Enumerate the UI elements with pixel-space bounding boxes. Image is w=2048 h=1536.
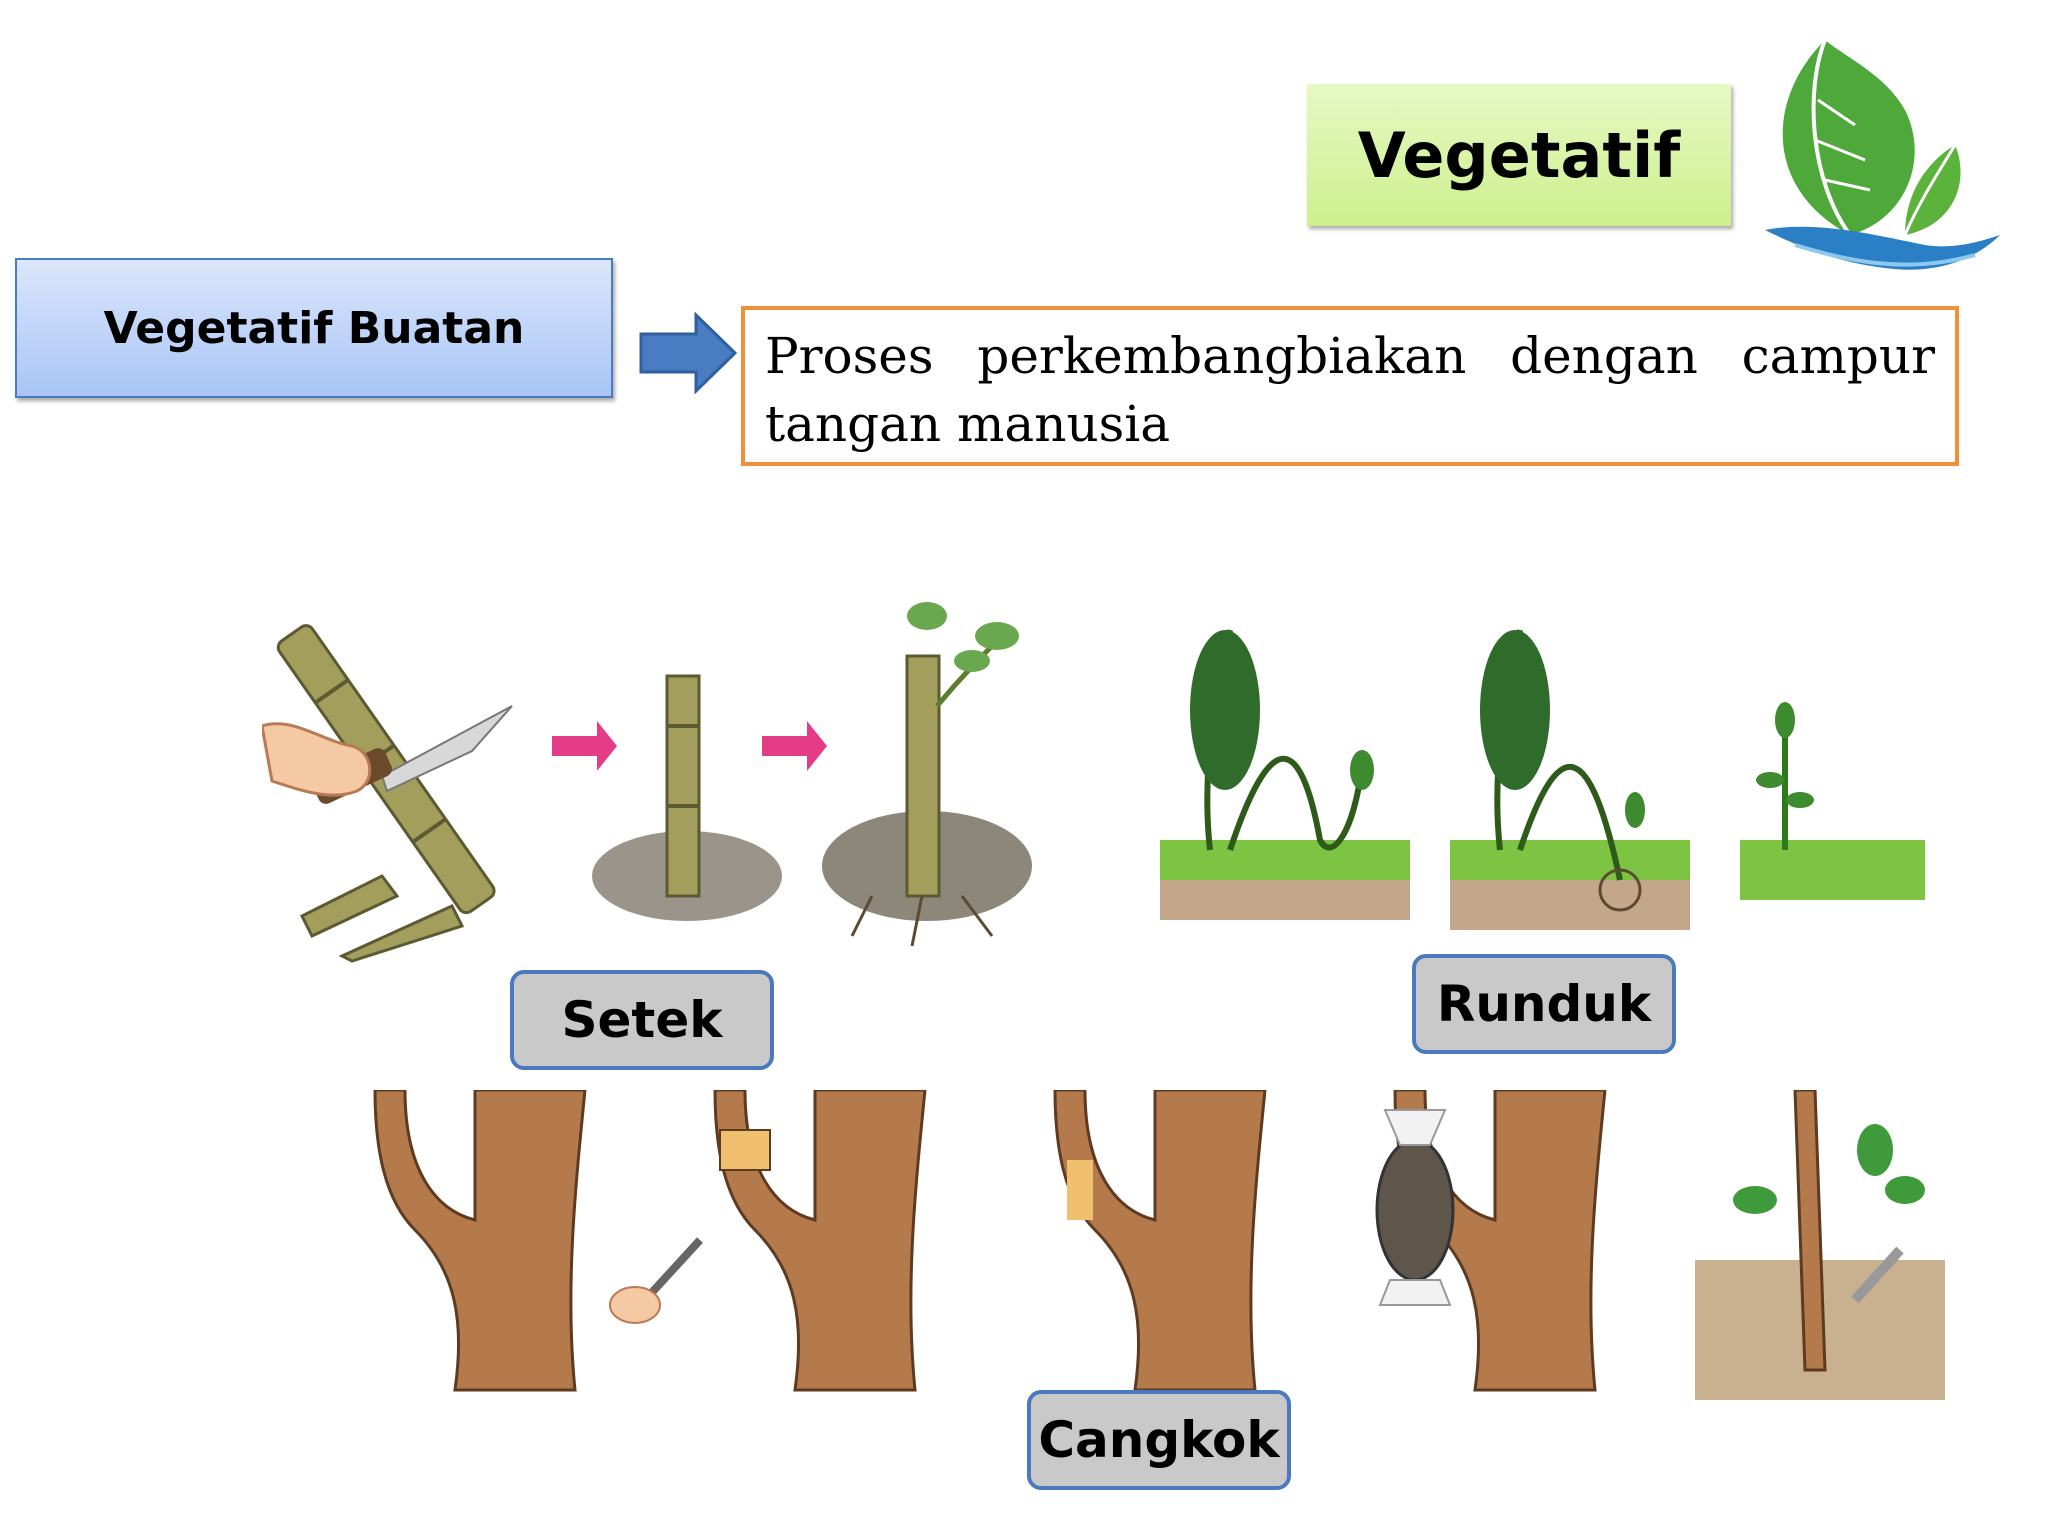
leaf-hand-logo xyxy=(1765,39,2000,270)
cangkok-illustration xyxy=(373,1090,1945,1400)
definition-box: Proses perkembangbiakan dengan campur ta… xyxy=(741,306,1959,466)
cangkok-label-text: Cangkok xyxy=(1038,1411,1280,1469)
page-title: Vegetatif xyxy=(1357,118,1681,192)
setek-illustration xyxy=(262,602,1032,963)
runduk-illustration xyxy=(1160,629,1925,930)
setek-label-text: Setek xyxy=(561,991,723,1049)
category-label: Vegetatif Buatan xyxy=(103,302,525,354)
right-arrow-icon xyxy=(639,312,738,394)
runduk-label-text: Runduk xyxy=(1436,975,1652,1033)
setek-label: Setek xyxy=(510,970,774,1070)
definition-text: Proses perkembangbiakan dengan campur ta… xyxy=(765,327,1935,453)
category-label-box: Vegetatif Buatan xyxy=(15,258,613,398)
runduk-label: Runduk xyxy=(1412,954,1676,1054)
cangkok-label: Cangkok xyxy=(1027,1390,1291,1490)
title-box: Vegetatif xyxy=(1307,84,1731,226)
